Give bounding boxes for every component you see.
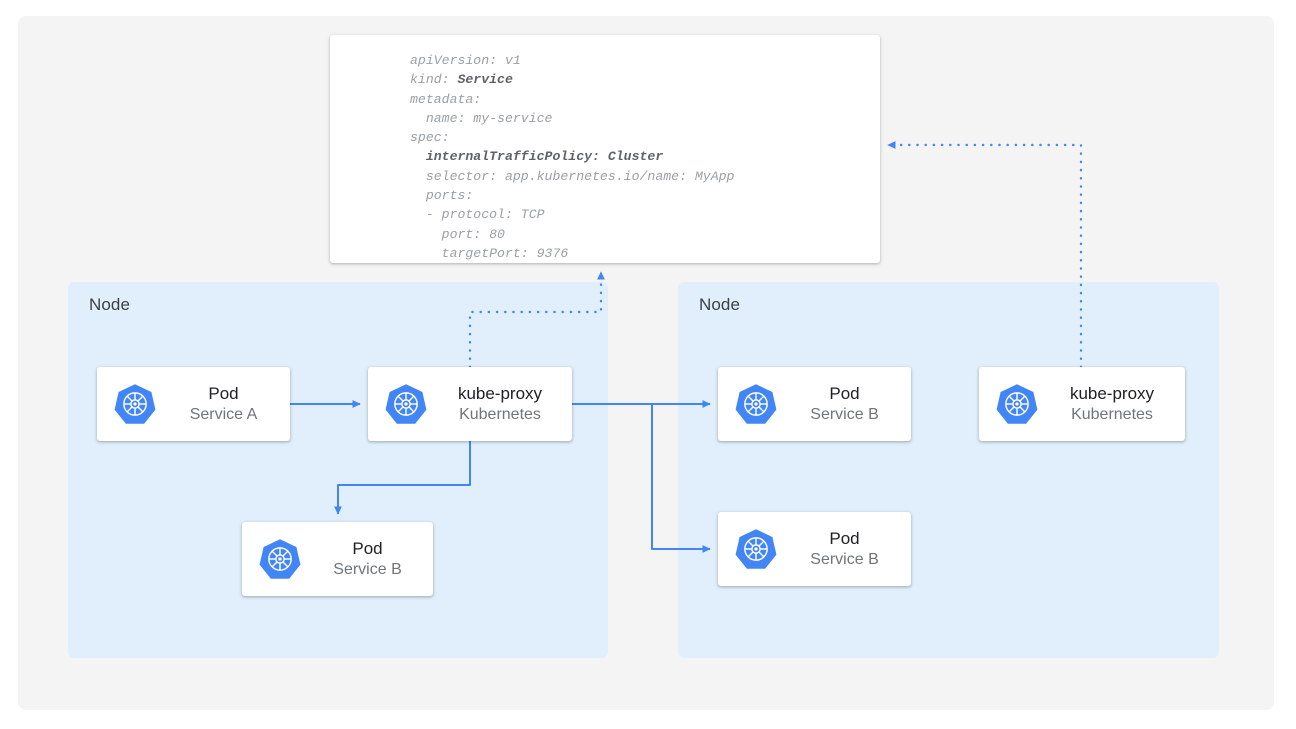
card-pod-service-b-left[interactable]: Pod Service B — [242, 522, 433, 596]
kubernetes-helm-icon — [259, 539, 301, 579]
card-subtitle: Service A — [189, 405, 258, 423]
card-subtitle: Kubernetes — [459, 405, 541, 423]
card-pod-service-b-right-top[interactable]: Pod Service B — [718, 367, 911, 441]
card-title: kube-proxy — [1069, 383, 1155, 403]
card-pod-service-b-right-bottom[interactable]: Pod Service B — [718, 512, 911, 586]
card-pod-service-a[interactable]: Pod Service A — [97, 367, 290, 441]
card-subtitle: Service B — [810, 550, 879, 568]
node-box-right: Node — [678, 282, 1219, 658]
kubernetes-helm-icon — [114, 384, 156, 424]
service-spec-yaml: apiVersion: v1 kind: Service metadata: n… — [410, 53, 735, 261]
card-title: Pod — [829, 383, 860, 403]
card-text: kube-proxy Kubernetes — [1039, 384, 1185, 424]
kubernetes-helm-icon — [735, 529, 777, 569]
node-label-right: Node — [699, 295, 741, 314]
node-box-left: Node — [68, 282, 608, 658]
card-text: kube-proxy Kubernetes — [428, 384, 572, 424]
card-title: Pod — [352, 538, 383, 558]
kubernetes-helm-icon — [996, 384, 1038, 424]
service-spec-panel: apiVersion: v1 kind: Service metadata: n… — [330, 35, 880, 263]
kubernetes-helm-icon — [385, 384, 427, 424]
card-title: kube-proxy — [457, 383, 543, 403]
node-label-left: Node — [89, 295, 131, 314]
card-subtitle: Kubernetes — [1071, 405, 1153, 423]
card-subtitle: Service B — [333, 560, 402, 578]
card-text: Pod Service A — [157, 384, 290, 424]
card-text: Pod Service B — [778, 529, 911, 569]
card-subtitle: Service B — [810, 405, 879, 423]
card-kube-proxy-left[interactable]: kube-proxy Kubernetes — [368, 367, 572, 441]
card-text: Pod Service B — [302, 539, 433, 579]
card-text: Pod Service B — [778, 384, 911, 424]
card-title: Pod — [829, 528, 860, 548]
kubernetes-helm-icon — [735, 384, 777, 424]
card-kube-proxy-right[interactable]: kube-proxy Kubernetes — [979, 367, 1185, 441]
card-title: Pod — [208, 383, 239, 403]
